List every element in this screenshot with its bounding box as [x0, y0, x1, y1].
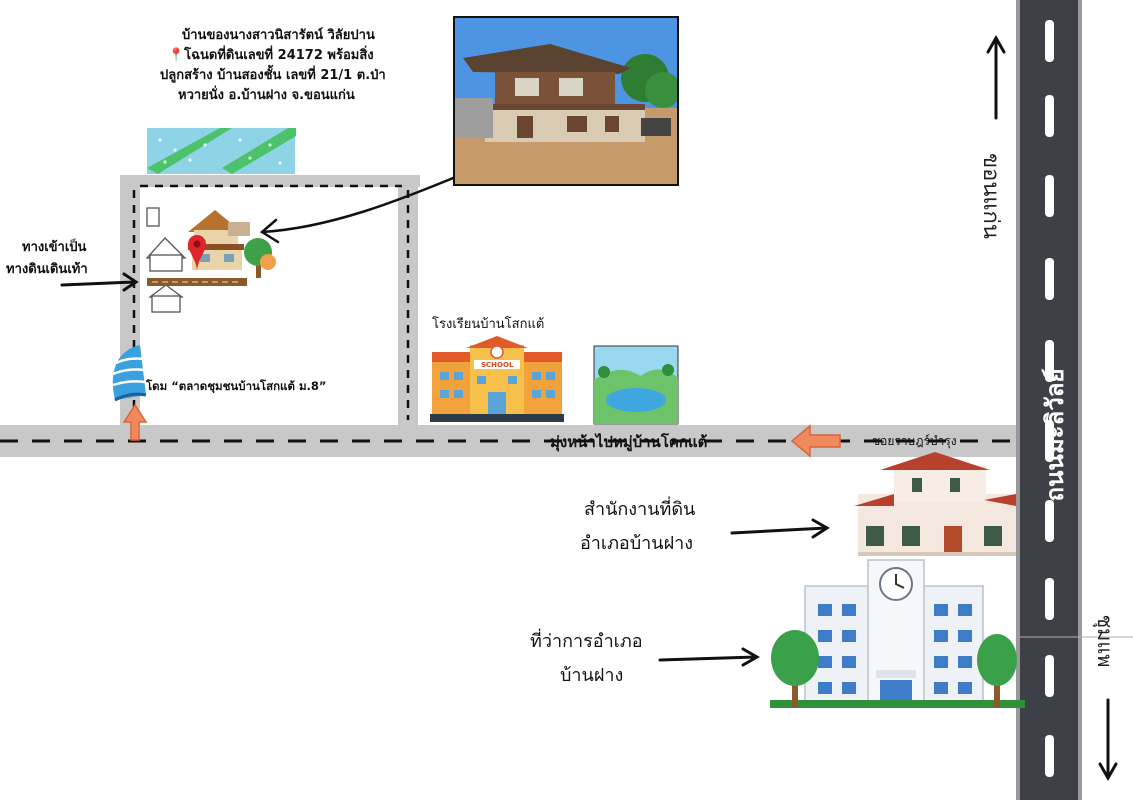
entrance-label: ทางเข้าเป็น	[22, 240, 87, 255]
arrow-up-icon	[986, 34, 1006, 120]
arrow-right-icon	[730, 518, 830, 539]
main-road	[0, 425, 1016, 457]
arrow-right-icon	[60, 272, 139, 292]
rice-field-icon	[147, 128, 296, 174]
arrow-up-orange-icon	[122, 403, 148, 441]
property-title-line: บ้านของนางสาวนิสารัตน์ วิลัยปาน	[182, 28, 375, 43]
chumphae-label: ชุมแพ	[1093, 614, 1117, 668]
soi-label: ซอยราษฎร์บำรุง	[872, 434, 957, 448]
property-title-line: 📍โฉนดที่ดินเลขที่ 24172 พร้อมสิ่ง	[168, 48, 374, 63]
entrance-label: ทางดินเดินเท้า	[6, 262, 88, 277]
tree-icon	[244, 238, 276, 278]
property-photo	[453, 16, 679, 186]
dome-market-icon	[112, 345, 147, 402]
district-office-label: ที่ว่าการอำเภอ	[530, 631, 643, 652]
direction-village-label: มุ่งหน้าไปหมู่บ้านโคกแต้	[550, 433, 708, 451]
dome-market-label: โดม “ตลาดชุมชนบ้านโสกแต้ ม.8”	[146, 379, 327, 393]
land-office-label: สำนักงานที่ดิน	[584, 499, 696, 520]
pond-landscape-icon	[593, 345, 679, 425]
school-building-icon	[430, 336, 564, 422]
khon-kaen-label: ขอนแก่น	[978, 153, 1003, 239]
location-pin-icon	[188, 235, 206, 272]
arrow-left-orange-icon	[790, 424, 841, 458]
property-title-line: หวายนั่ง อ.บ้านฝาง จ.ขอนแก่น	[178, 88, 355, 103]
district-office-building-icon	[770, 559, 1025, 708]
highway-road	[1016, 0, 1082, 800]
land-office-building-icon	[854, 452, 1016, 556]
curved-arrow-icon	[259, 174, 460, 244]
road-name-label: ถนนมะลิวัลย์	[1041, 368, 1069, 502]
arrow-down-icon	[1098, 698, 1118, 782]
arrow-right-icon	[658, 647, 761, 667]
land-office-label: อำเภอบ้านฝาง	[580, 533, 694, 554]
school-sign: SCHOOL	[481, 361, 514, 369]
tree-icon	[771, 630, 1017, 708]
house-outline-icon	[145, 207, 187, 313]
school-label: โรงเรียนบ้านโสกแต้	[432, 317, 545, 332]
property-title-line: ปลูกสร้าง บ้านสองชั้น เลขที่ 21/1 ต.ป่า	[160, 68, 386, 83]
district-office-label: บ้านฝาง	[560, 665, 624, 686]
